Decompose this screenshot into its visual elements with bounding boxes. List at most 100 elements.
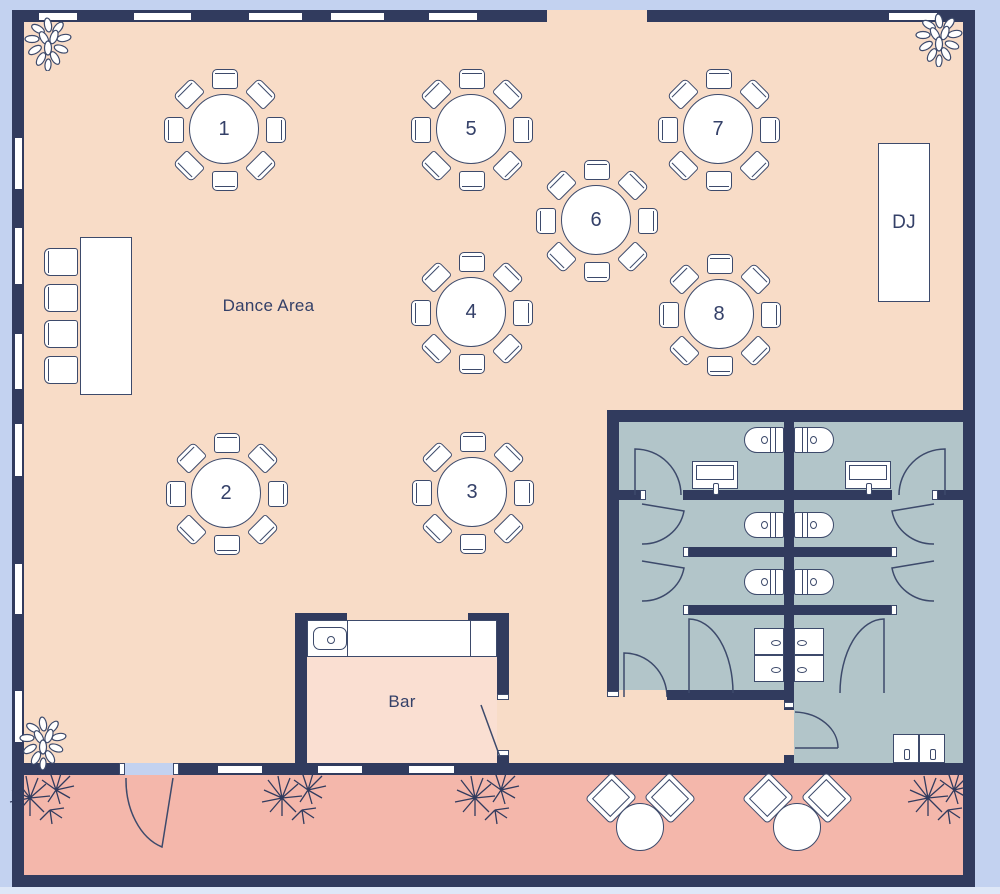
chair[interactable] (459, 354, 485, 374)
washbasin[interactable] (794, 628, 824, 655)
entrance-door[interactable] (125, 777, 175, 849)
table-top[interactable]: 3 (437, 457, 507, 527)
chair[interactable] (214, 433, 240, 453)
window[interactable] (408, 765, 455, 774)
chair[interactable] (44, 320, 78, 348)
chair[interactable] (584, 160, 610, 180)
toilet[interactable] (794, 427, 834, 453)
table-top[interactable]: 2 (191, 458, 261, 528)
chair[interactable] (760, 117, 780, 143)
chair[interactable] (658, 117, 678, 143)
potted-plant-icon[interactable] (912, 11, 966, 67)
chair[interactable] (212, 69, 238, 89)
chair[interactable] (411, 300, 431, 326)
restroom-door[interactable] (895, 445, 947, 497)
chair[interactable] (638, 208, 658, 234)
restroom-entry-door[interactable] (621, 650, 667, 699)
head-table[interactable] (80, 237, 132, 395)
window[interactable] (133, 12, 192, 21)
table-top[interactable]: 7 (683, 94, 753, 164)
chair[interactable] (460, 432, 486, 452)
chair[interactable] (659, 302, 679, 328)
guest-table-1[interactable]: 1 (155, 60, 295, 200)
potted-plant-icon[interactable] (21, 15, 75, 71)
chair[interactable] (246, 513, 280, 547)
guest-table-8[interactable]: 8 (650, 245, 790, 385)
patio-plant-icon[interactable] (906, 768, 974, 826)
stall-door[interactable] (890, 559, 936, 603)
washbasin[interactable] (754, 628, 784, 655)
guest-table-2[interactable]: 2 (157, 424, 297, 564)
chair[interactable] (214, 535, 240, 555)
window[interactable] (14, 333, 23, 390)
chair[interactable] (44, 356, 78, 384)
table-top[interactable]: 8 (684, 279, 754, 349)
bistro-table[interactable] (773, 803, 821, 851)
chair[interactable] (412, 480, 432, 506)
window[interactable] (248, 12, 303, 21)
chair[interactable] (491, 149, 525, 183)
toilet[interactable] (744, 569, 784, 595)
table-top[interactable]: 6 (561, 185, 631, 255)
chair[interactable] (492, 512, 526, 546)
stall-door[interactable] (640, 502, 686, 546)
chair[interactable] (514, 480, 534, 506)
sink[interactable] (919, 734, 945, 763)
window[interactable] (14, 227, 23, 285)
chair[interactable] (706, 69, 732, 89)
window[interactable] (14, 137, 23, 190)
chair[interactable] (584, 262, 610, 282)
washbasin[interactable] (794, 655, 824, 682)
chair[interactable] (616, 240, 650, 274)
window[interactable] (428, 12, 478, 21)
table-top[interactable]: 1 (189, 94, 259, 164)
stall-door[interactable] (890, 502, 936, 546)
restroom-entry-door[interactable] (793, 710, 840, 750)
window[interactable] (14, 563, 23, 615)
chair[interactable] (44, 248, 78, 276)
guest-table-3[interactable]: 3 (403, 423, 543, 563)
chair[interactable] (459, 171, 485, 191)
guest-table-4[interactable]: 4 (402, 243, 542, 383)
chair[interactable] (739, 334, 773, 368)
stall-door[interactable] (640, 559, 686, 603)
patio-plant-icon[interactable] (453, 768, 521, 826)
sink[interactable] (893, 734, 919, 763)
window[interactable] (217, 765, 263, 774)
chair[interactable] (460, 534, 486, 554)
window[interactable] (38, 12, 78, 21)
chair[interactable] (513, 300, 533, 326)
chair[interactable] (706, 171, 732, 191)
guest-table-5[interactable]: 5 (402, 60, 542, 200)
stall-door[interactable] (687, 617, 735, 695)
sink[interactable] (845, 461, 891, 495)
patio-plant-icon[interactable] (260, 768, 328, 826)
guest-table-7[interactable]: 7 (649, 60, 789, 200)
bistro-table[interactable] (616, 803, 664, 851)
toilet[interactable] (744, 427, 784, 453)
chair[interactable] (761, 302, 781, 328)
window[interactable] (330, 12, 385, 21)
toilet[interactable] (744, 512, 784, 538)
bar-door[interactable] (477, 702, 503, 759)
sink[interactable] (692, 461, 738, 495)
chair[interactable] (707, 254, 733, 274)
stall-door[interactable] (838, 617, 886, 695)
potted-plant-icon[interactable] (16, 714, 70, 770)
window[interactable] (317, 765, 363, 774)
window[interactable] (14, 690, 23, 743)
chair[interactable] (411, 117, 431, 143)
chair[interactable] (166, 481, 186, 507)
dj-booth[interactable]: DJ (878, 143, 930, 302)
chair[interactable] (244, 149, 278, 183)
bar-sink[interactable] (313, 627, 347, 650)
chair[interactable] (513, 117, 533, 143)
chair[interactable] (707, 356, 733, 376)
table-top[interactable]: 5 (436, 94, 506, 164)
chair[interactable] (738, 149, 772, 183)
washbasin[interactable] (754, 655, 784, 682)
chair[interactable] (212, 171, 238, 191)
chair[interactable] (268, 481, 288, 507)
toilet[interactable] (794, 512, 834, 538)
chair[interactable] (491, 332, 525, 366)
